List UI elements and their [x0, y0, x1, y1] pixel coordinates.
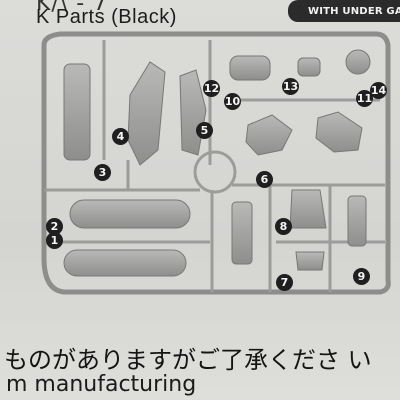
part-callout-3: 3 — [94, 164, 111, 181]
part-shape — [297, 57, 321, 77]
part-callout-12: 12 — [203, 80, 220, 97]
part-shape — [63, 63, 91, 161]
part-callout-4: 4 — [112, 128, 129, 145]
part-callout-13: 13 — [282, 78, 299, 95]
part-shape — [231, 201, 253, 265]
part-shape — [127, 61, 166, 166]
part-callout-10: 10 — [224, 93, 241, 110]
under-gate-badge: WITH UNDER GA — [288, 0, 400, 22]
part-shape — [345, 49, 371, 75]
badge-label: WITH UNDER GA — [308, 6, 400, 17]
part-callout-1: 1 — [46, 232, 63, 249]
part-shape — [63, 249, 187, 277]
cut-off-heading: K/\ - 7 — [36, 0, 109, 16]
page-title: K Parts (Black) — [36, 6, 177, 28]
part-shape — [347, 195, 367, 247]
part-shape — [179, 69, 207, 156]
part-shape — [295, 251, 325, 271]
part-callout-11: 11 — [356, 90, 373, 107]
part-callout-9: 9 — [353, 268, 370, 285]
part-shape — [69, 199, 191, 229]
part-callout-5: 5 — [196, 122, 213, 139]
sprue-frame — [41, 31, 391, 295]
part-shape — [289, 189, 327, 229]
japanese-notice: ものがありますがご了承くださ い — [4, 346, 372, 374]
english-notice: m manufacturing — [6, 372, 197, 397]
part-shape — [229, 55, 271, 81]
part-callout-8: 8 — [275, 218, 292, 235]
part-shape — [245, 114, 293, 156]
part-callout-14: 14 — [370, 82, 387, 99]
part-callout-6: 6 — [256, 171, 273, 188]
sprue-parts — [63, 49, 371, 277]
part-shape — [315, 111, 363, 153]
part-callout-7: 7 — [276, 274, 293, 291]
part-callout-2: 2 — [46, 218, 63, 235]
